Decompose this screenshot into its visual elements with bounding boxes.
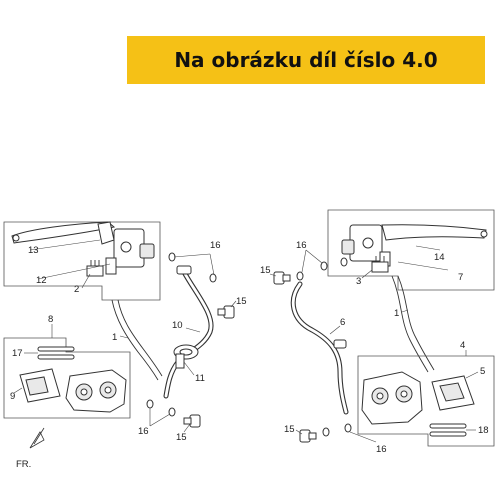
left-upper-washers[interactable] xyxy=(168,252,217,283)
part-number-banner: Na obrázku díl číslo 4.0 xyxy=(127,36,485,84)
label-6: 6 xyxy=(340,317,345,328)
left-caliper-pins[interactable] xyxy=(37,346,75,360)
label-15-right-bottom: 15 xyxy=(284,424,295,435)
left-brake-switch xyxy=(86,260,104,277)
right-lever-box xyxy=(327,209,495,291)
label-8: 8 xyxy=(48,314,53,325)
right-switch-wire xyxy=(391,275,435,373)
right-brake-switch xyxy=(371,256,389,273)
right-master-cylinder[interactable] xyxy=(341,224,391,267)
left-upper-banjo-bolt[interactable] xyxy=(217,305,235,319)
label-15-right-top: 15 xyxy=(260,265,271,276)
label-16-left-top: 16 xyxy=(210,240,221,251)
left-lower-banjo-bolt[interactable] xyxy=(183,414,201,428)
label-9: 9 xyxy=(10,391,15,402)
left-brake-lever[interactable] xyxy=(11,221,116,245)
front-direction-label: FR. xyxy=(16,459,31,470)
label-1-left: 1 xyxy=(112,332,117,343)
banner-text: Na obrázku díl číslo 4.0 xyxy=(174,48,438,72)
left-brake-hose[interactable] xyxy=(163,265,214,399)
left-switch-wire xyxy=(111,299,163,381)
label-14: 14 xyxy=(434,252,445,263)
label-5: 5 xyxy=(480,366,485,377)
right-upper-washers[interactable] xyxy=(296,257,348,281)
left-lever-box xyxy=(3,221,161,301)
left-hose-clamp[interactable] xyxy=(173,344,199,369)
right-lower-banjo-bolt[interactable] xyxy=(299,429,317,443)
label-11: 11 xyxy=(195,373,205,384)
label-4: 4 xyxy=(460,340,465,351)
right-brake-caliper[interactable] xyxy=(361,371,423,425)
left-brake-pads[interactable] xyxy=(19,368,61,403)
label-16-right-top: 16 xyxy=(296,240,307,251)
label-18: 18 xyxy=(478,425,489,436)
label-15-left-top: 15 xyxy=(236,296,247,307)
label-10: 10 xyxy=(172,320,183,331)
right-brake-pads[interactable] xyxy=(431,375,475,411)
label-16-left-bottom: 16 xyxy=(138,426,149,437)
front-direction-arrow-icon xyxy=(29,427,45,449)
label-3: 3 xyxy=(356,276,361,287)
left-lower-washers[interactable] xyxy=(146,399,176,417)
right-lower-washers[interactable] xyxy=(322,423,352,437)
right-upper-banjo-bolt[interactable] xyxy=(273,271,291,285)
label-1-right: 1 xyxy=(394,308,399,319)
label-12: 12 xyxy=(36,275,47,286)
right-caliper-box xyxy=(357,355,495,447)
label-13: 13 xyxy=(28,245,39,256)
label-17: 17 xyxy=(12,348,23,359)
label-7: 7 xyxy=(458,272,463,283)
label-2: 2 xyxy=(74,284,79,295)
right-brake-lever[interactable] xyxy=(381,224,488,241)
left-brake-caliper[interactable] xyxy=(65,369,127,413)
left-caliper-box xyxy=(3,337,131,419)
label-15-left-bottom: 15 xyxy=(176,432,187,443)
right-caliper-pins[interactable] xyxy=(429,423,467,437)
right-brake-hose[interactable] xyxy=(290,281,349,415)
left-master-cylinder[interactable] xyxy=(105,228,155,275)
label-16-right-bottom: 16 xyxy=(376,444,387,455)
